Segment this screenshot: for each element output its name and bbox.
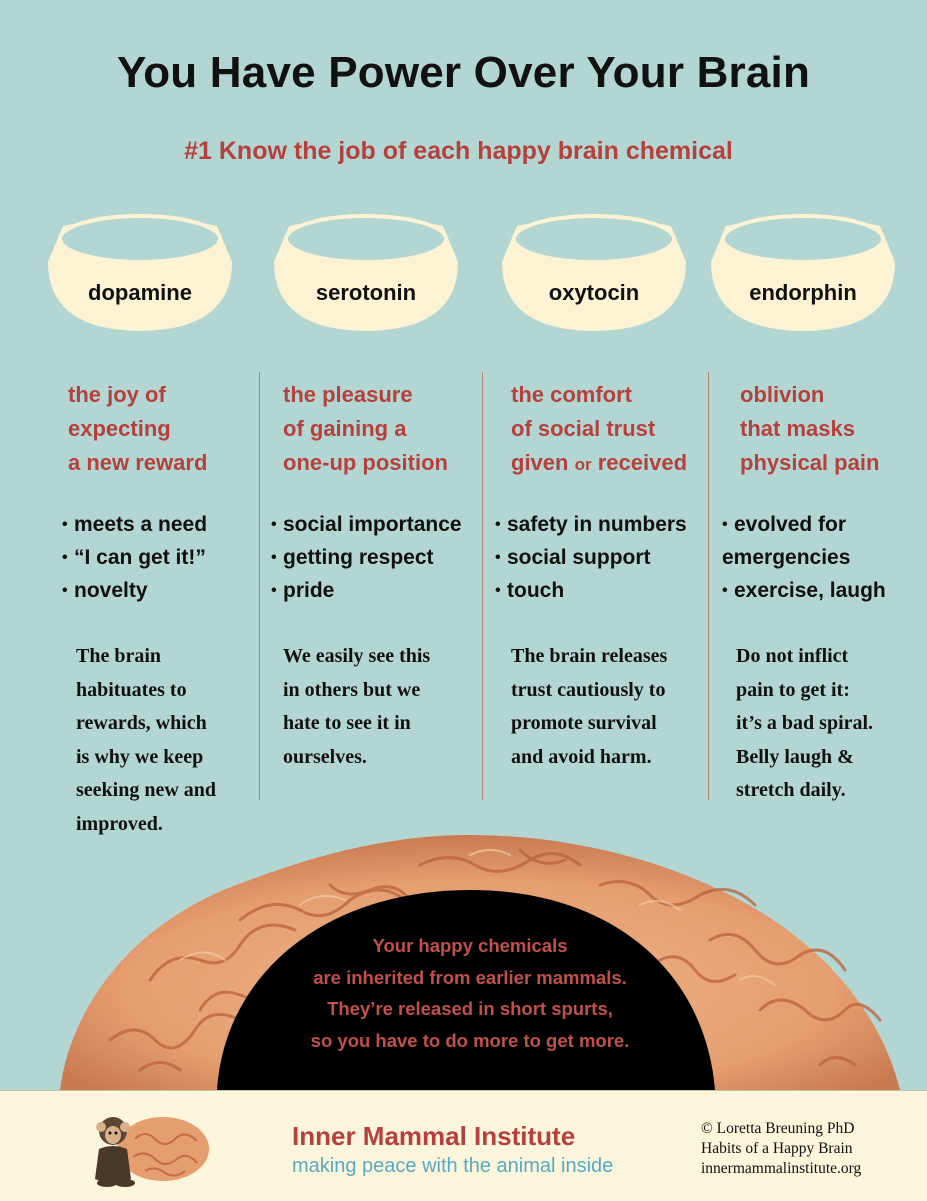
dopamine-note: The brain habituates to rewards, which i…	[76, 645, 217, 835]
chemical-name-oxytocin: oxytocin	[548, 280, 640, 305]
job-line: of gaining a	[283, 416, 407, 441]
endorphin-bowl: endorphin	[708, 212, 898, 332]
endorphin-job: oblivion that masks physical pain	[740, 378, 879, 480]
bowl-icon	[48, 214, 232, 331]
chemical-name-serotonin: serotonin	[315, 280, 417, 305]
job-line: given	[511, 450, 569, 475]
oxytocin-column: the comfort of social trust given or rec…	[511, 378, 687, 482]
bullet-item: •pride	[271, 579, 335, 602]
column-divider	[708, 372, 709, 800]
dopamine-bowl: dopamine	[45, 212, 235, 332]
column-divider	[259, 372, 260, 800]
job-line: or	[574, 455, 592, 474]
bullet-item: •getting respect	[271, 546, 434, 569]
job-line: the comfort	[511, 382, 632, 407]
bullet-item: emergencies	[722, 546, 851, 569]
credits: © Loretta Breuning PhD Habits of a Happy…	[701, 1119, 861, 1179]
column-divider	[482, 372, 483, 800]
bullet-item: •touch	[495, 579, 565, 602]
page-title: You Have Power Over Your Brain	[116, 48, 811, 97]
org-name: Inner Mammal Institute	[292, 1121, 576, 1151]
serotonin-bullets: •social importance •getting respect •pri…	[271, 508, 462, 607]
job-line: one-up position	[283, 450, 448, 475]
bullet-item: •meets a need	[62, 513, 208, 536]
oxytocin-job: the comfort of social trust given or rec…	[511, 378, 687, 482]
bullet-item: •social support	[495, 546, 651, 569]
serotonin-bowl: serotonin	[271, 212, 461, 332]
serotonin-note: We easily see this in others but we hate…	[283, 645, 431, 768]
bullet-item: •evolved for	[722, 513, 847, 536]
oxytocin-bullets: •safety in numbers •social support •touc…	[495, 508, 687, 607]
chemical-name-endorphin: endorphin	[749, 280, 857, 305]
job-line: that masks	[740, 416, 855, 441]
org-tagline: making peace with the animal inside	[292, 1155, 614, 1177]
brain-message: Your happy chemicals are inherited from …	[310, 935, 630, 1051]
endorphin-note: Do not inflict pain to get it: it’s a ba…	[736, 645, 874, 801]
bullet-item: •safety in numbers	[495, 513, 687, 536]
book-title-line: Habits of a Happy Brain	[701, 1140, 853, 1157]
job-line: the pleasure	[283, 382, 413, 407]
job-line: received	[597, 450, 688, 475]
bullet-item: •exercise, laugh	[722, 579, 886, 602]
job-line: the joy of	[68, 382, 166, 407]
job-line: of social trust	[511, 416, 656, 441]
bowl-icon	[274, 214, 458, 331]
oxytocin-note: The brain releases trust cautiously to p…	[511, 645, 668, 768]
endorphin-column: oblivion that masks physical pain	[740, 378, 879, 480]
job-line: physical pain	[740, 450, 880, 475]
brain-icon	[60, 835, 900, 1090]
bowl-icon	[711, 214, 895, 331]
website-link[interactable]: innermammalinstitute.org	[701, 1160, 862, 1177]
chemical-name-dopamine: dopamine	[88, 280, 192, 305]
job-line: expecting	[68, 416, 171, 441]
bullet-item: •social importance	[271, 513, 462, 536]
bullet-item: •“I can get it!”	[62, 546, 206, 569]
serotonin-column: the pleasure of gaining a one-up positio…	[283, 378, 448, 480]
monkey-brain-logo-icon	[95, 1117, 209, 1187]
bullet-item: •novelty	[62, 579, 148, 602]
dopamine-job: the joy of expecting a new reward	[68, 378, 207, 480]
dopamine-bullets: •meets a need •“I can get it!” •novelty	[62, 508, 207, 607]
copyright-line: © Loretta Breuning PhD	[701, 1120, 855, 1137]
endorphin-bullets: •evolved for emergencies •exercise, laug…	[722, 508, 886, 607]
footer: Inner Mammal Institute making peace with…	[0, 1090, 927, 1201]
job-line: oblivion	[740, 382, 825, 407]
job-line: a new reward	[68, 450, 208, 475]
dopamine-column: the joy of expecting a new reward	[68, 378, 207, 480]
page-subtitle: #1 Know the job of each happy brain chem…	[184, 137, 733, 165]
serotonin-job: the pleasure of gaining a one-up positio…	[283, 378, 448, 480]
bowl-icon	[502, 214, 686, 331]
oxytocin-bowl: oxytocin	[499, 212, 689, 332]
